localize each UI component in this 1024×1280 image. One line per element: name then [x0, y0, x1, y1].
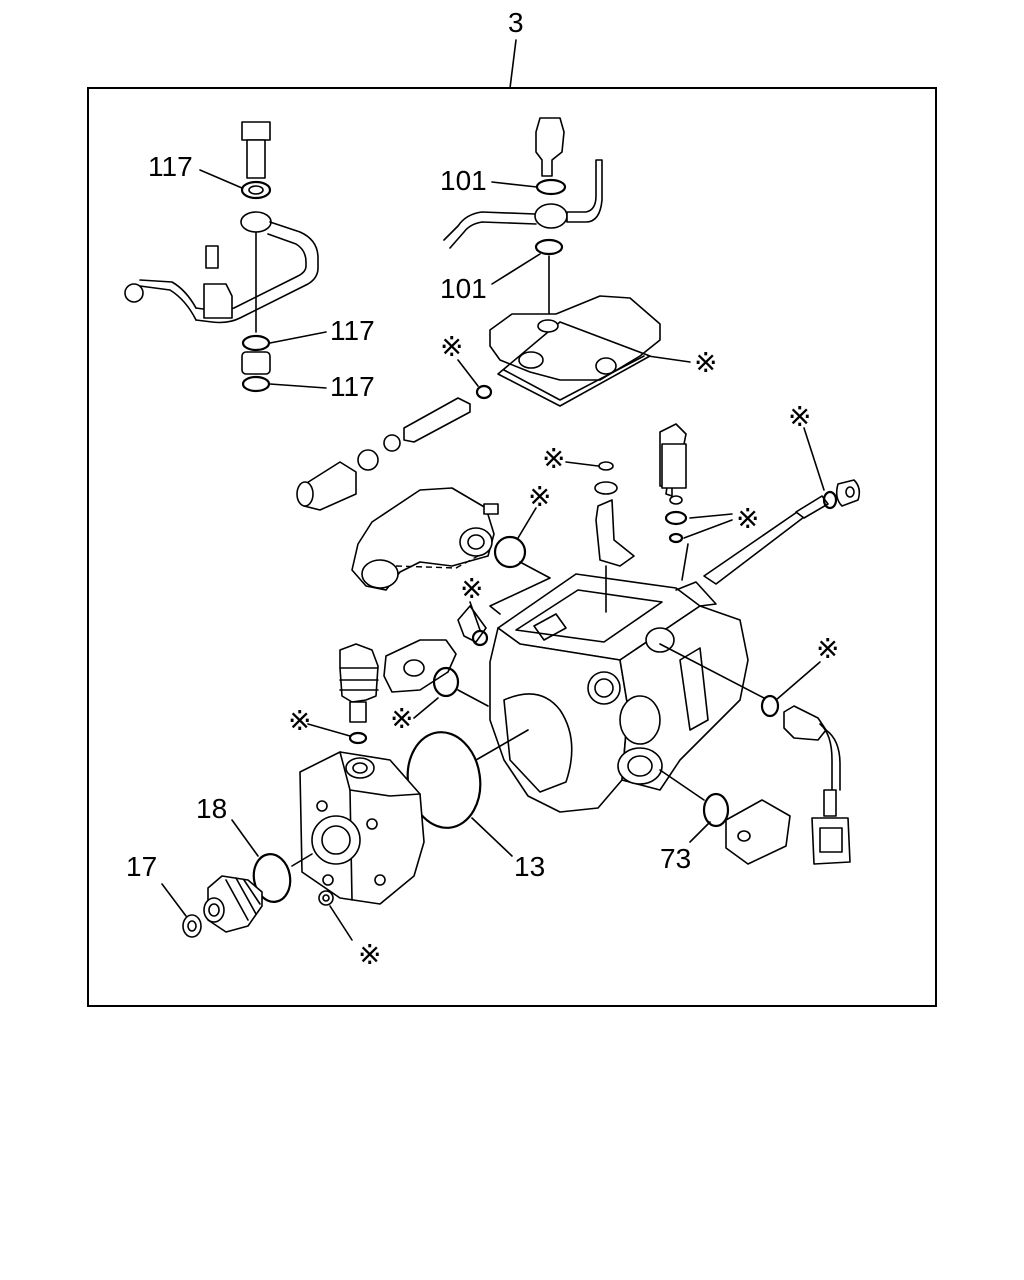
- end-housing: [291, 751, 425, 905]
- part-label-13: 13: [514, 851, 545, 882]
- small-plug: [318, 890, 334, 906]
- note-marker: ※: [816, 632, 839, 665]
- sensor-plug: [659, 423, 688, 544]
- washer-17: [182, 914, 202, 938]
- note-marker: ※: [736, 502, 759, 535]
- o-ring-18: [252, 853, 292, 903]
- governor-cover-assembly: [443, 117, 661, 407]
- part-label-101-top: 101: [440, 165, 487, 196]
- note-marker: ※: [788, 400, 811, 433]
- diagram-frame: [87, 87, 937, 1007]
- assembly-number-label: 3: [508, 7, 524, 38]
- part-label-117-bot: 117: [330, 371, 375, 402]
- part-label-101-bot: 101: [440, 273, 487, 304]
- note-marker: ※: [542, 442, 565, 475]
- note-marker: ※: [528, 480, 551, 513]
- note-marker: ※: [460, 572, 483, 605]
- note-marker: ※: [694, 346, 717, 379]
- threaded-plug: [203, 875, 263, 933]
- pressure-sensor: ※: [659, 632, 851, 865]
- part-label-73: 73: [660, 843, 691, 874]
- long-rod: [703, 479, 861, 585]
- part-label-117-mid: 117: [330, 315, 375, 346]
- pump-body: [489, 461, 749, 813]
- note-marker: ※: [390, 702, 413, 735]
- part-label-117-top: 117: [148, 151, 193, 182]
- flange-and-valve: ※ ※ ※: [288, 572, 489, 745]
- part-label-18: 18: [196, 793, 227, 824]
- o-ring-73: [702, 792, 730, 828]
- part-label-17: 17: [126, 851, 157, 882]
- banjo-bolt-assembly: [124, 121, 319, 393]
- note-marker: ※: [358, 938, 381, 971]
- cover-plate: [725, 799, 791, 865]
- shaft-and-actuator: [296, 397, 527, 591]
- note-marker: ※: [288, 704, 311, 737]
- note-marker: ※: [440, 330, 463, 363]
